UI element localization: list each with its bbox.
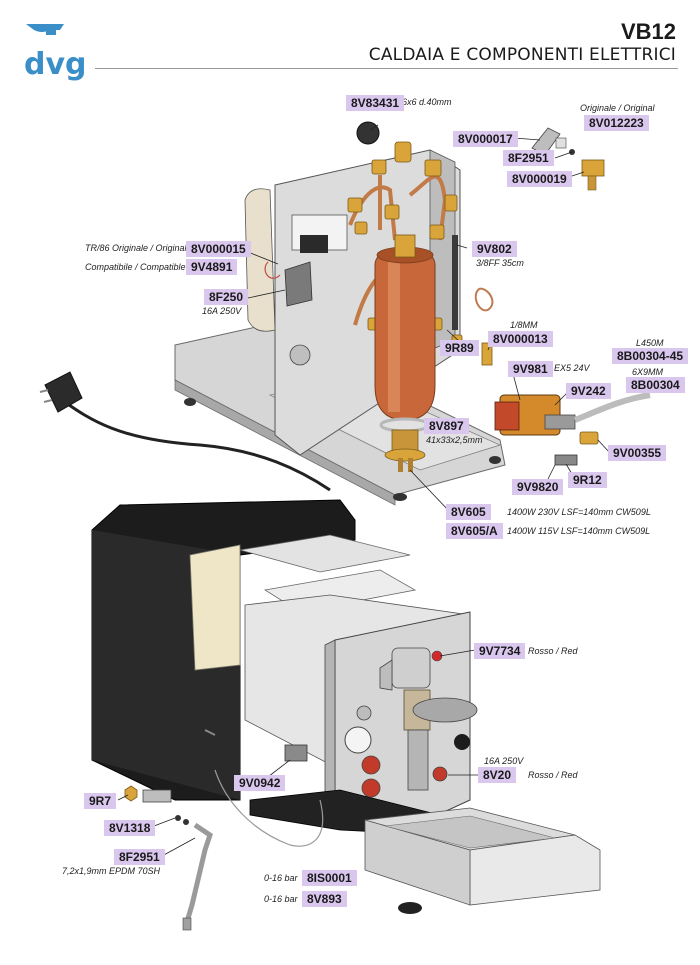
part-code-8B00304: 8B00304	[626, 377, 685, 393]
leader-lines-lower	[117, 649, 478, 857]
part-code-8V000019: 8V000019	[507, 171, 572, 187]
note-9V7734: Rosso / Red	[528, 646, 578, 656]
group-head	[379, 647, 478, 791]
note-8B00304-45: L450M	[636, 338, 664, 348]
part-code-8V893: 8V893	[302, 891, 347, 907]
knob-part	[356, 121, 380, 145]
note-8V605A: 1400W 115V LSF=140mm CW509L	[507, 526, 651, 536]
part-code-8F2951-bottom: 8F2951	[114, 849, 165, 865]
note-8V20-rating: 16A 250V	[484, 756, 524, 766]
steam-valve-parts	[531, 127, 605, 191]
part-code-8IS0001: 8IS0001	[302, 870, 357, 886]
thermostat-wire	[264, 261, 281, 279]
note-8V897: 41x33x2,5mm	[426, 435, 483, 445]
boiler	[374, 234, 436, 421]
note-9V4891: Compatibile / Compatible	[85, 262, 186, 272]
part-code-8V897: 8V897	[424, 418, 469, 434]
part-code-8V012223: 8V012223	[584, 115, 649, 131]
part-code-8V1318: 8V1318	[104, 820, 156, 836]
brand-name: dvg	[24, 47, 87, 82]
part-code-8V000017: 8V000017	[453, 131, 518, 147]
part-code-8F250: 8F250	[204, 289, 249, 305]
note-9V802: 3/8FF 35cm	[476, 258, 524, 268]
part-code-9R7: 9R7	[84, 793, 117, 809]
note-8V20: Rosso / Red	[528, 770, 578, 780]
part-code-8B00304-45: 8B00304-45	[612, 348, 689, 364]
part-code-9V242: 9V242	[566, 383, 611, 399]
note-8V605: 1400W 230V LSF=140mm CW509L	[507, 507, 651, 517]
part-code-8F2951-top: 8F2951	[503, 150, 554, 166]
elbow-fitting	[481, 342, 493, 366]
part-code-8V83431: 8V83431	[346, 95, 405, 111]
part-code-8V000013: 8V000013	[488, 331, 553, 347]
part-code-9V00355: 9V00355	[608, 445, 667, 461]
part-code-8V20: 8V20	[478, 767, 517, 783]
header-divider	[95, 68, 678, 69]
part-code-9V0942: 9V0942	[234, 775, 286, 791]
part-code-9V981: 9V981	[508, 361, 553, 377]
steam-wand-parts	[124, 785, 213, 931]
dvg-logo: dvg	[24, 24, 87, 82]
note-8V012223: Originale / Original	[580, 103, 655, 113]
note-8V83431: 6x6 d.40mm	[402, 97, 452, 107]
note-8V893: 0-16 bar	[264, 894, 298, 904]
model-title: VB12	[620, 19, 676, 44]
note-9V981: EX5 24V	[554, 363, 590, 373]
heating-element	[384, 429, 426, 472]
drip-tray	[364, 807, 601, 906]
note-8V000013: 1/8MM	[510, 320, 538, 330]
part-code-8V605A: 8V605/A	[446, 523, 503, 539]
tube-loop	[474, 287, 494, 312]
pump-fitting	[579, 431, 599, 445]
note-8F250: 16A 250V	[202, 306, 242, 316]
part-code-8V000015: 8V000015	[186, 241, 251, 257]
part-code-9V802: 9V802	[472, 241, 517, 257]
page-subtitle: CALDAIA E COMPONENTI ELETTRICI	[368, 45, 676, 65]
title-block: VB12 CALDAIA E COMPONENTI ELETTRICI	[369, 20, 676, 66]
internal-wiring	[204, 729, 324, 847]
note-8IS0001: 0-16 bar	[264, 873, 298, 883]
front-controls	[344, 650, 448, 798]
part-code-9R12: 9R12	[568, 472, 607, 488]
part-code-8V605: 8V605	[446, 504, 491, 520]
part-code-9V4891: 9V4891	[186, 259, 238, 275]
note-8V000015: TR/86 Originale / Original	[85, 243, 187, 253]
part-code-9R89: 9R89	[440, 340, 479, 356]
note-8B00304: 6X9MM	[632, 367, 664, 377]
power-cord	[39, 371, 331, 492]
note-8F2951-bottom: 7,2x1,9mm EPDM 70SH	[62, 866, 161, 876]
part-code-9V9820: 9V9820	[512, 479, 564, 495]
part-code-9V7734: 9V7734	[474, 643, 526, 659]
foot	[398, 902, 422, 914]
vibration-pump	[494, 392, 651, 466]
